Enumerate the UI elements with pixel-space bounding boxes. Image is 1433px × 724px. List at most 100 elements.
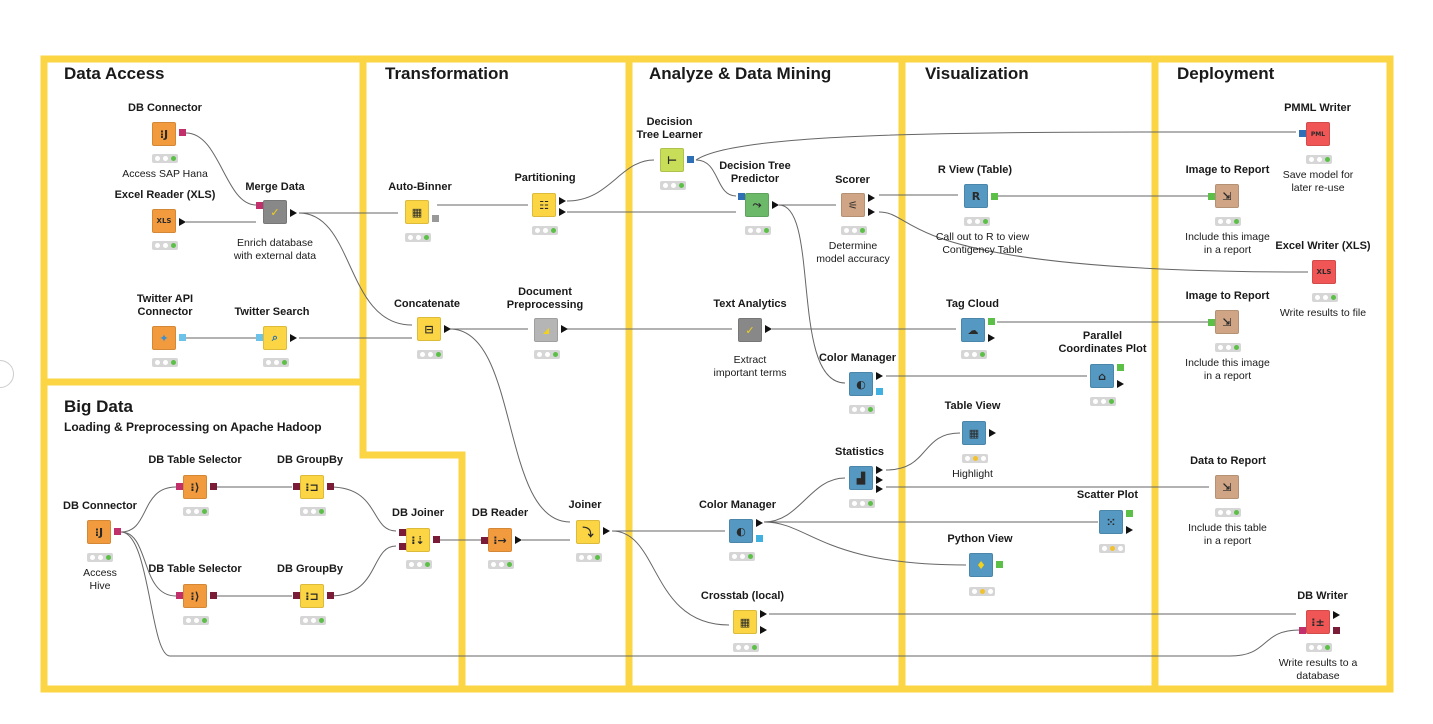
model-in-port[interactable] [1299, 130, 1306, 137]
out-port[interactable] [559, 197, 566, 205]
out-port[interactable] [1333, 611, 1340, 619]
color-out-port[interactable] [876, 388, 883, 395]
out-port[interactable] [760, 610, 767, 618]
out-port[interactable] [876, 485, 883, 493]
out-port[interactable] [760, 626, 767, 634]
crosstab-node[interactable]: ▦ [733, 610, 757, 634]
scatter-plot-node[interactable]: ⁙ [1099, 510, 1123, 534]
image-out-port[interactable] [996, 561, 1003, 568]
color-manager-1-node[interactable]: ◐ [849, 372, 873, 396]
excel-reader-node[interactable]: XLS [152, 209, 176, 233]
model-in-port[interactable] [738, 193, 745, 200]
color-out-port[interactable] [756, 535, 763, 542]
model-out-port[interactable] [687, 156, 694, 163]
concatenate-node[interactable]: ⊟ [417, 317, 441, 341]
out-port[interactable] [559, 208, 566, 216]
out-port[interactable] [603, 527, 610, 535]
image-in-port[interactable] [1208, 319, 1215, 326]
out-port[interactable] [876, 466, 883, 474]
image-out-port[interactable] [1117, 364, 1124, 371]
out-port[interactable] [114, 528, 121, 535]
out-port[interactable] [433, 536, 440, 543]
out-port[interactable] [432, 215, 439, 222]
in-port[interactable] [176, 483, 183, 490]
status-indicator [534, 350, 560, 359]
out-port[interactable] [989, 429, 996, 437]
image-report-2-node[interactable]: ⇲ [1215, 310, 1239, 334]
db-writer-node[interactable]: ⁝± [1306, 610, 1330, 634]
db-reader-node[interactable]: ⁝→ [488, 528, 512, 552]
out-port[interactable] [179, 218, 186, 226]
db-select-icon: ⁝⟩ [190, 480, 200, 494]
out-port[interactable] [876, 372, 883, 380]
in-port[interactable] [399, 543, 406, 550]
db-groupby-2-node[interactable]: ⁝⊐ [300, 584, 324, 608]
out-port[interactable] [327, 483, 334, 490]
in-port[interactable] [176, 592, 183, 599]
merge-data-node[interactable]: ✓ [263, 200, 287, 224]
in-port[interactable] [256, 334, 263, 341]
joiner-node[interactable]: ⤵ [576, 520, 600, 544]
db-table-selector-2-node[interactable]: ⁝⟩ [183, 584, 207, 608]
image-out-port[interactable] [988, 318, 995, 325]
out-port[interactable] [210, 592, 217, 599]
db-groupby-1-node[interactable]: ⁝⊐ [300, 475, 324, 499]
scorer-node[interactable]: ⚟ [841, 193, 865, 217]
out-port[interactable] [1333, 627, 1340, 634]
in-port[interactable] [481, 537, 488, 544]
in-port[interactable] [293, 592, 300, 599]
dt-predictor-node[interactable]: ⤳ [745, 193, 769, 217]
tag-cloud-node[interactable]: ☁ [961, 318, 985, 342]
out-port[interactable] [876, 476, 883, 484]
text-analytics-node[interactable]: ✓ [738, 318, 762, 342]
auto-binner-node[interactable]: ▦ [405, 200, 429, 224]
data-report-node[interactable]: ⇲ [1215, 475, 1239, 499]
dt-learner-node[interactable]: ⊢ [660, 148, 684, 172]
pmml-writer-node[interactable]: PML [1306, 122, 1330, 146]
python-view-node[interactable]: ♦ [969, 553, 993, 577]
out-port[interactable] [561, 325, 568, 333]
image-out-port[interactable] [1126, 510, 1133, 517]
parallel-coords-node[interactable]: ⌂ [1090, 364, 1114, 388]
r-view-node[interactable]: R [964, 184, 988, 208]
in-port[interactable] [399, 529, 406, 536]
table-view-node[interactable]: ▦ [962, 421, 986, 445]
twitter-api-node[interactable]: ✦ [152, 326, 176, 350]
image-out-port[interactable] [991, 193, 998, 200]
out-port[interactable] [515, 536, 522, 544]
out-port[interactable] [772, 201, 779, 209]
out-port[interactable] [765, 325, 772, 333]
image-report-1-node[interactable]: ⇲ [1215, 184, 1239, 208]
out-port[interactable] [210, 483, 217, 490]
out-port[interactable] [756, 519, 763, 527]
out-port[interactable] [327, 592, 334, 599]
color-icon: ◐ [856, 377, 866, 391]
partitioning-node[interactable]: ☷ [532, 193, 556, 217]
out-port[interactable] [868, 208, 875, 216]
in-port[interactable] [256, 202, 263, 209]
doc-preproc-node[interactable]: ◢ [534, 318, 558, 342]
db-connector-node[interactable]: ⁝J [152, 122, 176, 146]
image-in-port[interactable] [1208, 193, 1215, 200]
out-port[interactable] [290, 334, 297, 342]
db-table-selector-1-node[interactable]: ⁝⟩ [183, 475, 207, 499]
node-label: DB Joiner [392, 507, 444, 519]
out-port[interactable] [179, 334, 186, 341]
out-port[interactable] [1117, 380, 1124, 388]
out-port[interactable] [868, 194, 875, 202]
db-out-port[interactable] [179, 129, 186, 136]
hive-db-connector-node[interactable]: ⁝J [87, 520, 111, 544]
out-port[interactable] [988, 334, 995, 342]
out-port[interactable] [1126, 526, 1133, 534]
out-port[interactable] [444, 325, 451, 333]
r-icon: R [971, 189, 981, 203]
color-manager-2-node[interactable]: ◐ [729, 519, 753, 543]
in-port[interactable] [293, 483, 300, 490]
out-port[interactable] [290, 209, 297, 217]
in-port[interactable] [1299, 627, 1306, 634]
status-indicator [1215, 343, 1241, 352]
twitter-search-node[interactable]: ⌕ [263, 326, 287, 350]
db-joiner-node[interactable]: ⁝⇣ [406, 528, 430, 552]
statistics-node[interactable]: ▟ [849, 466, 873, 490]
excel-writer-node[interactable]: XLS [1312, 260, 1336, 284]
